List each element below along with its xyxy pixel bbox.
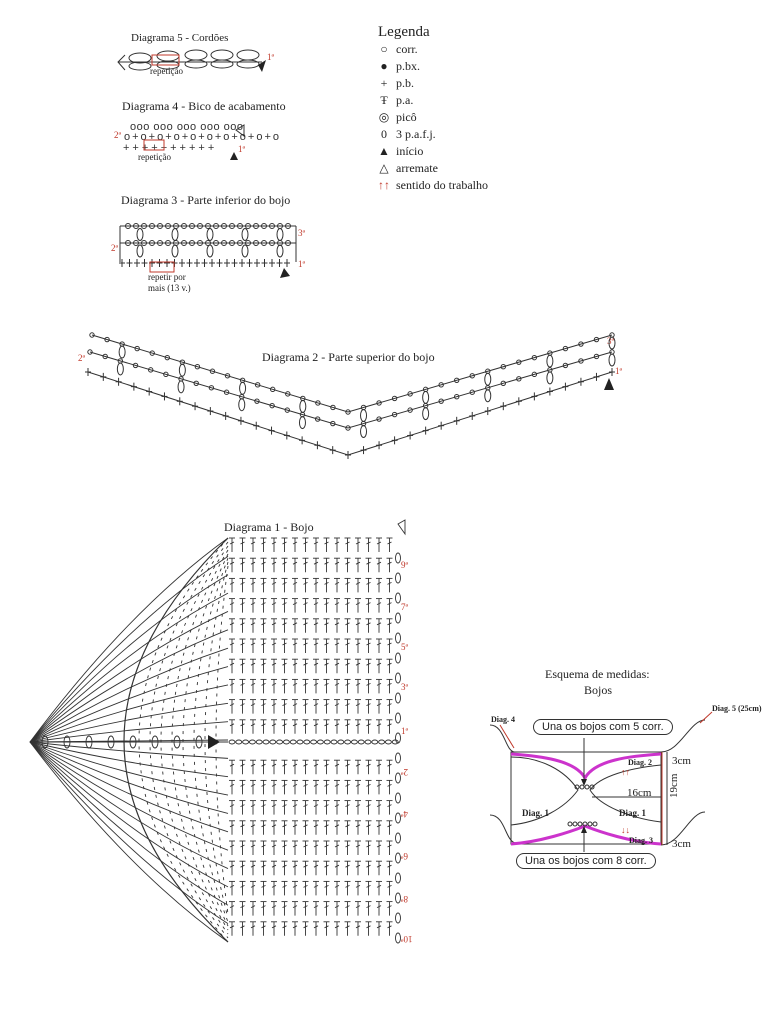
diagram4-title: Diagrama 4 - Bico de acabamento bbox=[122, 99, 286, 113]
legend-label: picô bbox=[396, 110, 417, 124]
legend-symbol-icon: ○ bbox=[380, 42, 388, 56]
diagram3-row3-label: 3ª bbox=[298, 228, 305, 238]
scheme-height-measure: 19cm bbox=[668, 773, 680, 798]
diagram5-repeat-label: repetição bbox=[150, 66, 183, 76]
diagram2-row2-label: 2ª bbox=[78, 353, 85, 363]
scheme-join-top-label: Una os bojos com 5 corr. bbox=[533, 719, 673, 735]
diagram4-row2-label: 2ª bbox=[114, 130, 121, 140]
diagram2-title: Diagrama 2 - Parte superior do bojo bbox=[262, 350, 435, 364]
diagram1-start-marker bbox=[208, 735, 220, 749]
legend-symbol-icon: ▲ bbox=[378, 144, 390, 158]
diagram1-row-label: 9ª bbox=[401, 560, 408, 570]
diagram5-row1-label: 1ª bbox=[267, 52, 274, 62]
legend-item: △ arremate bbox=[378, 160, 488, 177]
scheme-diag3-label: Diag. 3 bbox=[629, 836, 653, 845]
svg-text:↑↑: ↑↑ bbox=[621, 767, 630, 777]
legend-item: ○ corr. bbox=[378, 41, 488, 58]
legend-item: ◎ picô bbox=[378, 109, 488, 126]
diagram3-row1-label: 1ª bbox=[298, 259, 305, 269]
diagram4-start-marker bbox=[230, 152, 238, 160]
diagram4-repeat-label: repetição bbox=[138, 152, 171, 162]
legend-label: p.a. bbox=[396, 93, 414, 107]
diagram2-row3-label: 3ª bbox=[607, 336, 614, 346]
scheme-bottom-measure: 3cm bbox=[672, 838, 691, 850]
legend-symbol-icon: ↑↑ bbox=[378, 178, 390, 192]
scheme-cup-left bbox=[510, 756, 579, 826]
scheme-panel bbox=[510, 751, 662, 845]
legend-item: + p.b. bbox=[378, 75, 488, 92]
scheme-width-measure: 16cm bbox=[627, 787, 652, 799]
scheme-cup-right bbox=[589, 764, 662, 823]
legend-item: 0 3 p.a.f.j. bbox=[378, 126, 488, 143]
diagram1-row-label: 3ª bbox=[401, 682, 408, 692]
diagram1-row-label: 1ª bbox=[401, 726, 408, 736]
legend-item: ● p.bx. bbox=[378, 58, 488, 75]
scheme-diag2-label: Diag. 2 bbox=[628, 758, 652, 767]
legend-title: Legenda bbox=[378, 24, 430, 40]
diagram3-start-marker bbox=[280, 268, 290, 278]
legend-symbol-icon: + bbox=[380, 76, 388, 90]
legend-symbol-icon: △ bbox=[379, 161, 389, 175]
legend-label: início bbox=[396, 144, 424, 158]
diagram1-title: Diagrama 1 - Bojo bbox=[224, 520, 314, 534]
legend-symbol-icon: ● bbox=[380, 59, 388, 73]
legend-label: p.bx. bbox=[396, 59, 420, 73]
svg-text:ooo ooo ooo ooo ooo: ooo ooo ooo ooo ooo bbox=[130, 121, 244, 133]
scheme-diag1-left-label: Diag. 1 bbox=[522, 808, 549, 818]
scheme-trim-top bbox=[510, 752, 662, 782]
diagram2-start-marker bbox=[604, 378, 614, 390]
diagram4-row1-label: 1ª bbox=[238, 144, 245, 154]
scheme-title: Esquema de medidas: bbox=[545, 667, 650, 681]
diagram5-start-marker bbox=[258, 60, 266, 72]
diagram3-row2-label: 2ª bbox=[111, 243, 118, 253]
legend-label: arremate bbox=[396, 161, 438, 175]
legend-label: sentido do trabalho bbox=[396, 178, 488, 192]
diagram3-repeat-label: repetir por mais (13 v.) bbox=[148, 272, 191, 293]
legend-symbol-icon: 0 bbox=[381, 127, 387, 141]
scheme-diag5-label: Diag. 5 (25cm) bbox=[712, 704, 762, 713]
legend-label: 3 p.a.f.j. bbox=[396, 127, 436, 141]
diagram2-row1-label: 1ª bbox=[615, 366, 622, 376]
legend-label: p.b. bbox=[396, 76, 414, 90]
legend-symbol-icon: Ŧ bbox=[380, 93, 388, 107]
scheme-top-measure: 3cm bbox=[672, 755, 691, 767]
diagram1-row-label: 5ª bbox=[401, 642, 408, 652]
diagram5-title: Diagrama 5 - Cordões bbox=[131, 32, 229, 44]
diagram3-title: Diagrama 3 - Parte inferior do bojo bbox=[121, 193, 291, 207]
legend-item: ↑↑ sentido do trabalho bbox=[378, 177, 488, 194]
legend-item: ▲ início bbox=[378, 143, 488, 160]
legend-symbol-icon: ◎ bbox=[378, 110, 390, 124]
diagram1-row-label: 7ª bbox=[401, 602, 408, 612]
scheme-diag4-label: Diag. 4 bbox=[491, 715, 515, 724]
svg-text:↓↓: ↓↓ bbox=[621, 825, 630, 835]
legend-label: corr. bbox=[396, 42, 418, 56]
diagram5-end-arrow bbox=[117, 54, 126, 71]
svg-text:++++++++++: ++++++++++ bbox=[123, 142, 217, 154]
scheme-subtitle: Bojos bbox=[584, 683, 613, 697]
scheme-join-bottom-label: Una os bojos com 8 corr. bbox=[516, 853, 656, 869]
scheme-diag1-right-label: Diag. 1 bbox=[619, 808, 646, 818]
